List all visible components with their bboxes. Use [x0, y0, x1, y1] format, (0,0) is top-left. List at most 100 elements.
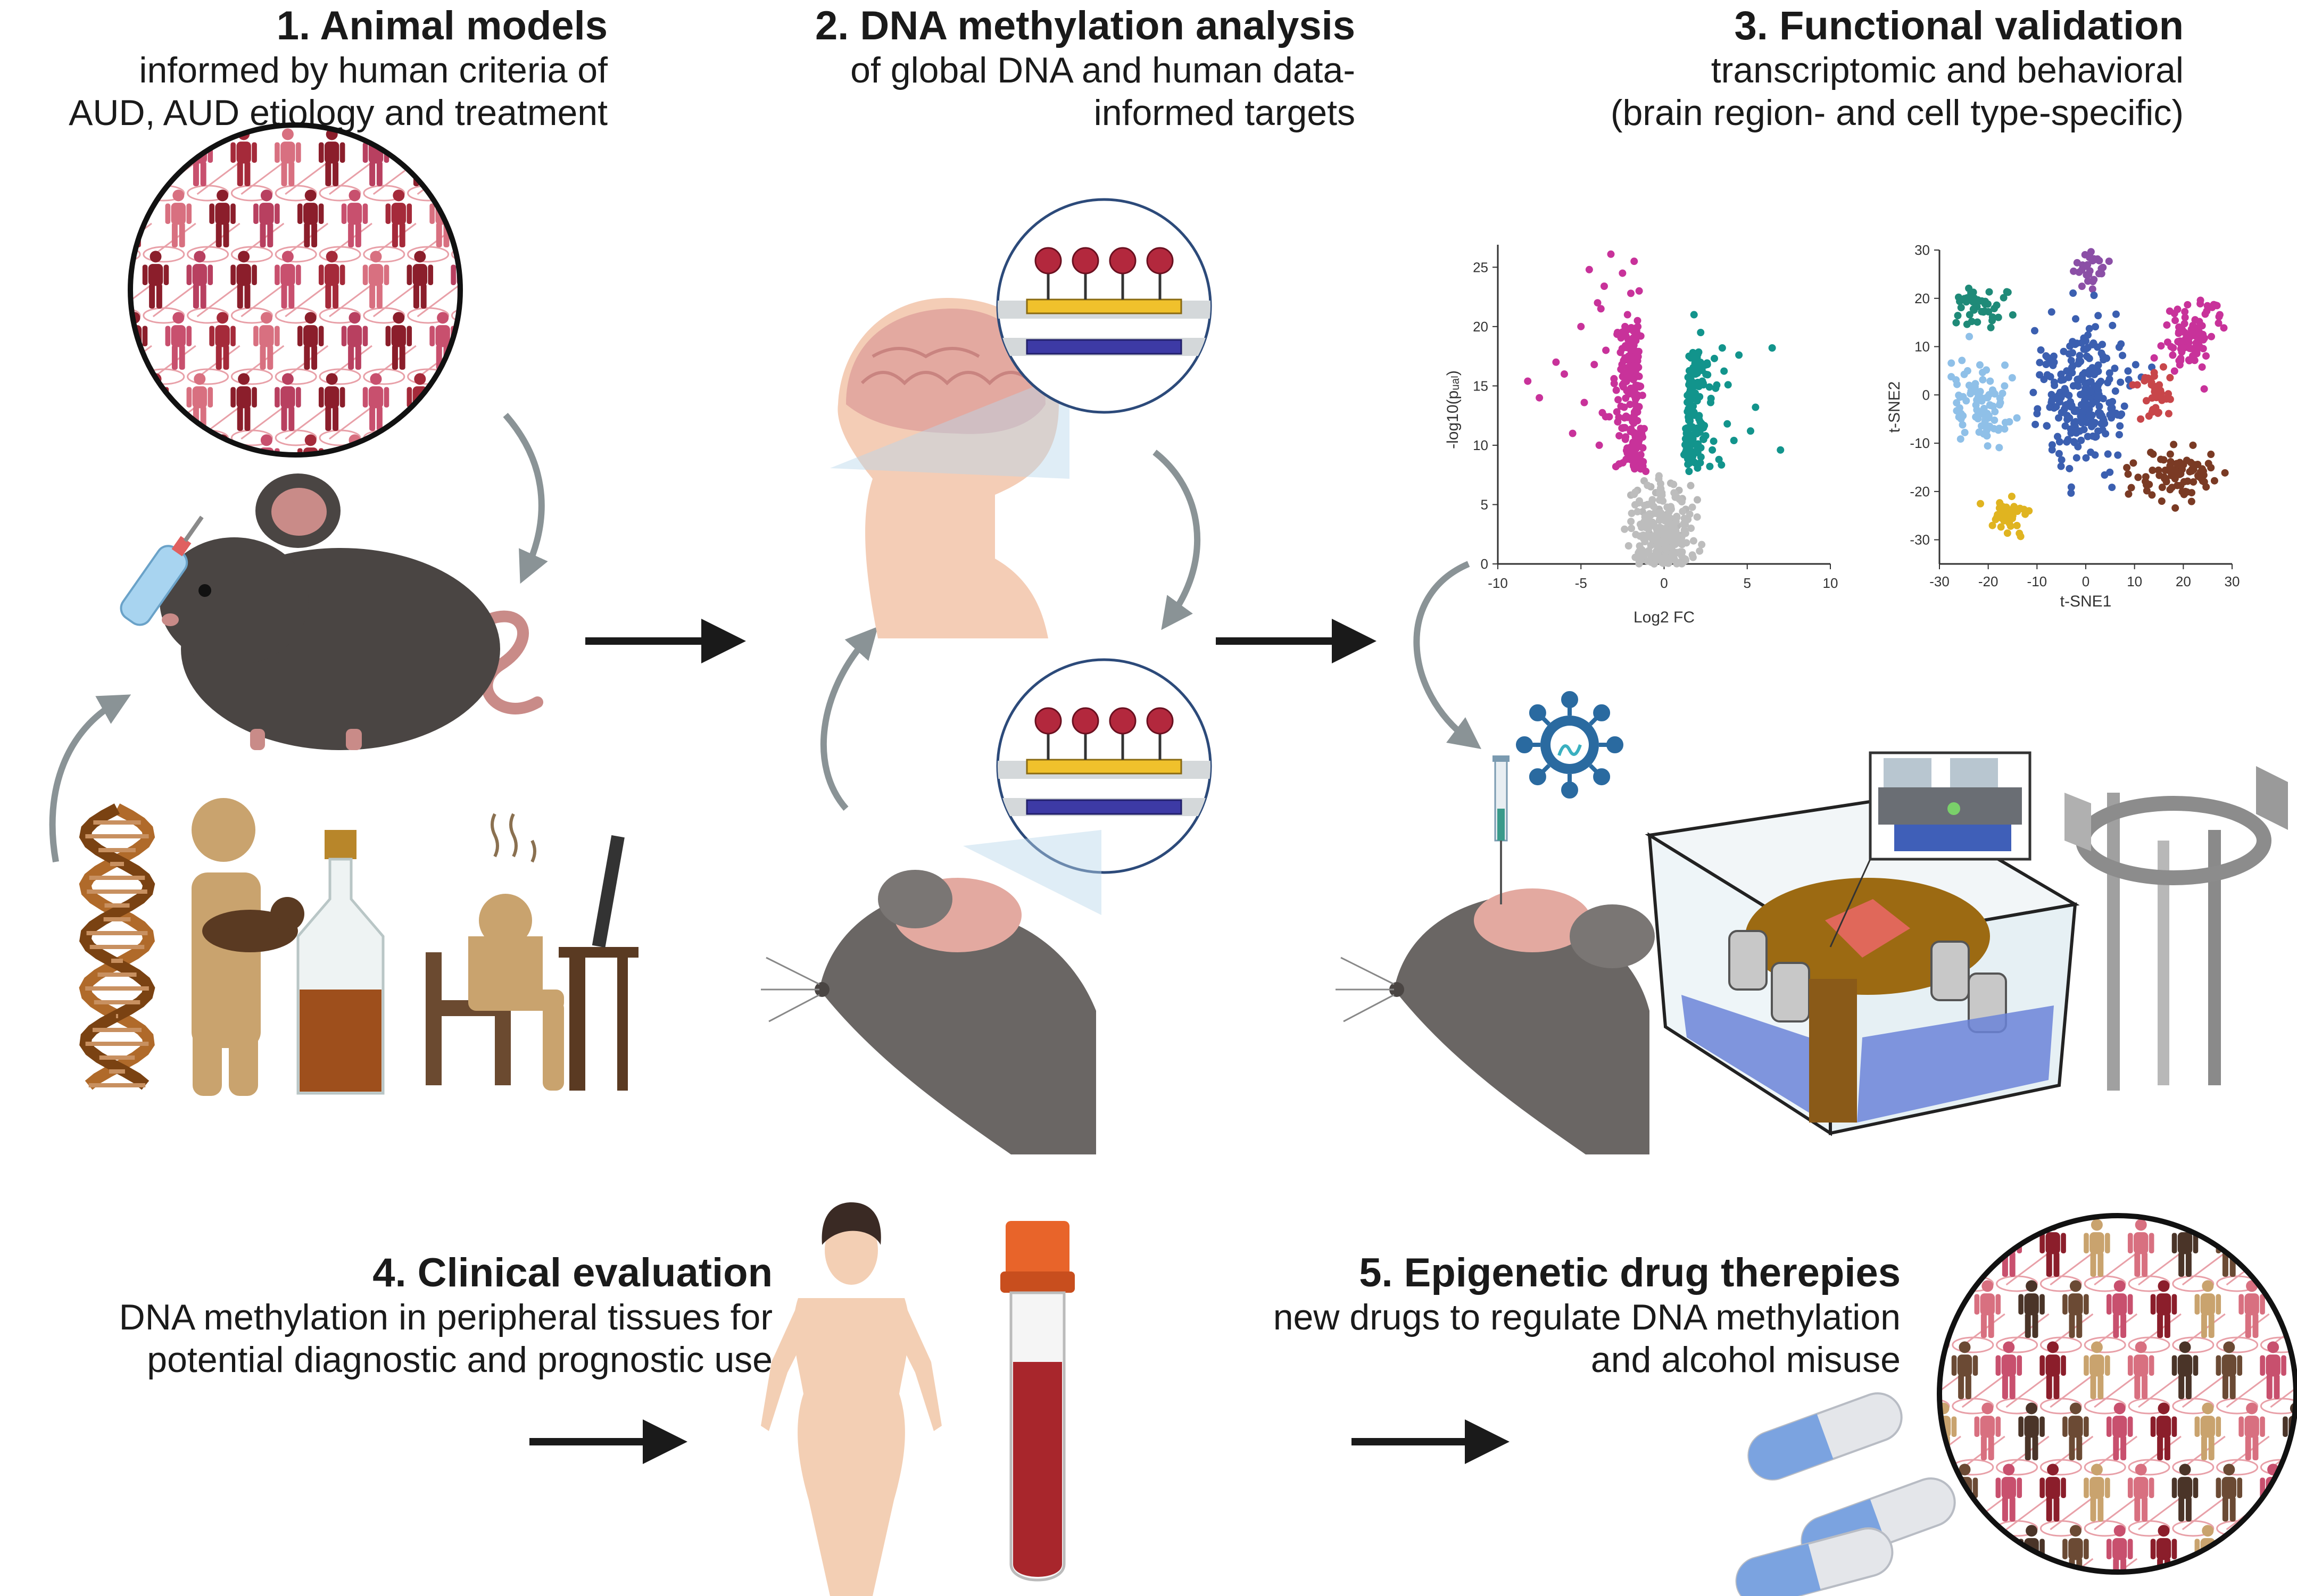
volcano-point [1619, 269, 1627, 277]
volcano-y-tick-label: 15 [1473, 378, 1488, 394]
tsne-point [2099, 426, 2107, 434]
tsne-point [2034, 405, 2042, 413]
tsne-point [2170, 310, 2178, 318]
tsne-point [2048, 441, 2056, 449]
tsne-point [2169, 344, 2177, 352]
tsne-point [2179, 344, 2187, 352]
step4-line2: potential diagnostic and prognostic use [147, 1340, 773, 1380]
tsne-point [2182, 335, 2190, 343]
person-icon [385, 312, 412, 370]
tsne-point [2147, 448, 2155, 456]
tsne-point [2151, 388, 2159, 396]
tsne-point [2101, 419, 2109, 427]
person-icon [2216, 1586, 2243, 1596]
tsne-point [2063, 438, 2071, 446]
person-icon [2039, 1464, 2066, 1522]
tsne-point [2155, 471, 2163, 479]
person-icon [2260, 1341, 2286, 1399]
person-icon [385, 189, 412, 247]
tsne-point [2063, 412, 2071, 420]
person-icon [2062, 1525, 2089, 1572]
step4-title: 4. Clinical evaluation [372, 1250, 773, 1295]
methyl-group [1109, 707, 1137, 735]
tsne-point [2157, 455, 2165, 463]
tsne-point [1986, 422, 1994, 430]
volcano-point [1635, 560, 1643, 568]
volcano-point [1683, 448, 1691, 456]
tsne-point [2199, 336, 2207, 344]
tsne-point [1976, 297, 1984, 305]
step2-line1: of global DNA and human data- [850, 50, 1355, 90]
volcano-x-tick-label: 10 [1823, 575, 1838, 591]
volcano-point [1693, 430, 1701, 438]
step1-line2: AUD, AUD etiology and treatment [69, 93, 608, 133]
tsne-point [2084, 277, 2092, 285]
volcano-point [1623, 326, 1631, 334]
volcano-point [1624, 542, 1632, 550]
tsne-point [2060, 347, 2068, 355]
tsne-point [1977, 500, 1985, 508]
methyl-group [1072, 707, 1099, 735]
person-icon [209, 189, 236, 247]
volcano-point [1697, 453, 1705, 461]
step1-line1: informed by human criteria of [139, 50, 608, 90]
tsne-point [2169, 351, 2177, 359]
person-icon [230, 251, 257, 309]
volcano-point [1713, 381, 1721, 389]
virus-icon [1516, 691, 1623, 799]
tsne-point [2074, 443, 2082, 451]
step5-line1: new drugs to regulate DNA methylation [1273, 1297, 1901, 1337]
tsne-y-tick-label: -10 [1910, 435, 1930, 451]
volcano-y-tick-label: 10 [1473, 437, 1488, 453]
tsne-point [2178, 466, 2186, 473]
virus-spike-tip [1516, 736, 1533, 753]
tsne-point [2208, 332, 2216, 340]
step3-line2: (brain region- and cell type-specific) [1610, 93, 2184, 133]
volcano-point [1607, 250, 1615, 258]
tsne-point [2082, 454, 2090, 462]
tsne-point [2175, 329, 2183, 337]
virus-spike-tip [1593, 704, 1611, 721]
methyl-group [1072, 247, 1099, 275]
person-icon [1995, 1341, 2022, 1399]
volcano-point [1622, 455, 1630, 463]
pills-icon [1735, 1392, 1956, 1596]
tsne-point [2181, 307, 2189, 315]
tsne-point [2125, 376, 2133, 384]
person-icon [341, 189, 368, 247]
tsne-point [2145, 412, 2153, 420]
volcano-x-tick-label: -10 [1488, 575, 1508, 591]
tsne-point [1961, 295, 1969, 303]
person-icon [165, 189, 192, 247]
pill-half-blue [1736, 1543, 1821, 1596]
tsne-point [2114, 451, 2122, 459]
tsne-point [2046, 373, 2054, 381]
volcano-point [1612, 386, 1620, 394]
volcano-point [1666, 537, 1674, 545]
volcano-point [1720, 367, 1728, 375]
volcano-point [1752, 403, 1760, 411]
step1-title: 1. Animal models [276, 3, 608, 48]
tsne-point [2173, 460, 2181, 468]
tsne-point [2171, 504, 2179, 512]
volcano-point [1645, 547, 1653, 555]
volcano-point [1701, 361, 1709, 369]
dna-strand-gold [1026, 298, 1182, 314]
tsne-point [2068, 401, 2076, 409]
person-icon [318, 251, 345, 309]
tsne-point [1956, 393, 1964, 401]
tsne-point [2124, 367, 2132, 375]
person-icon [2238, 1402, 2265, 1460]
person-icon [451, 128, 460, 186]
volcano-point [1637, 425, 1645, 433]
volcano-point [1768, 344, 1776, 352]
tsne-point [2050, 378, 2058, 386]
tsne-point [2097, 349, 2105, 357]
volcano-point [1683, 435, 1691, 443]
volcano-point [1614, 396, 1622, 404]
volcano-point [1602, 346, 1610, 354]
volcano-point [1697, 329, 1705, 336]
volcano-point [1668, 549, 1676, 557]
tsne-point [2091, 370, 2099, 378]
person-icon [2194, 1402, 2221, 1460]
